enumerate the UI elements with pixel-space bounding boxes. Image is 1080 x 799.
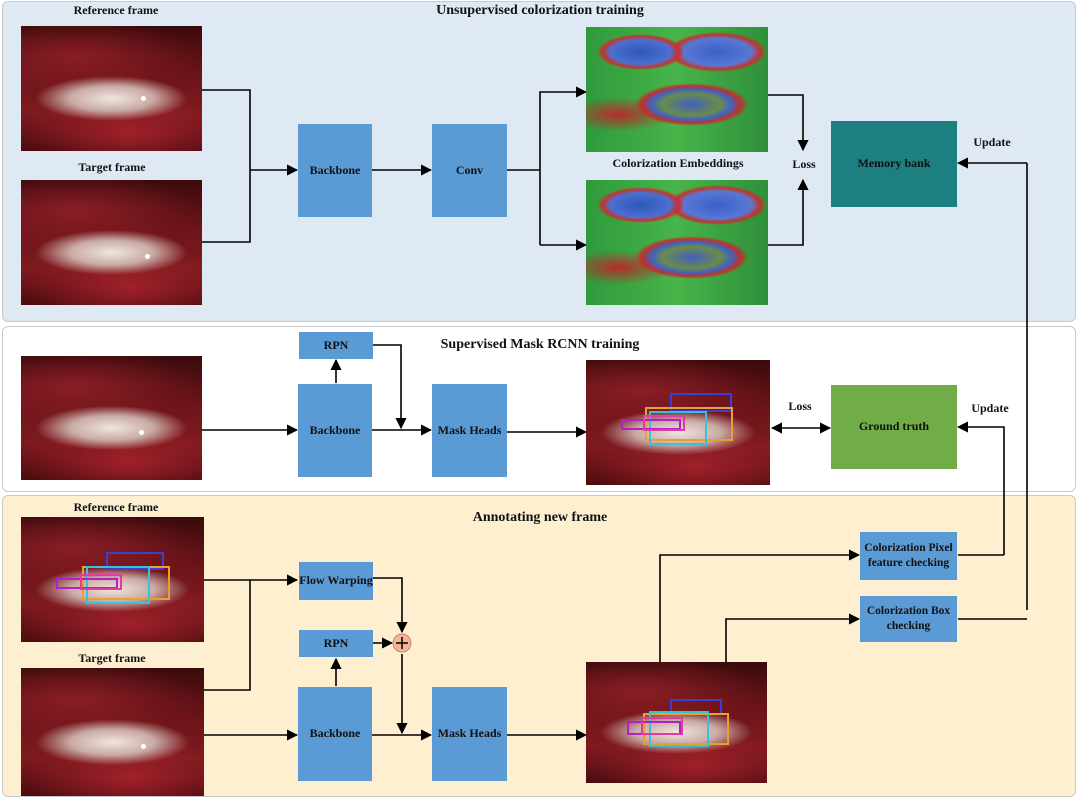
backbone-box: Backbone xyxy=(298,124,372,217)
backbone-box: Backbone xyxy=(298,687,372,781)
label-reference-frame: Reference frame xyxy=(73,3,159,17)
colorization-embedding-reference xyxy=(586,27,768,152)
target-frame-image xyxy=(21,180,202,305)
annotated-frame-image xyxy=(586,360,770,485)
mask-heads-box: Mask Heads xyxy=(432,384,507,477)
label-reference-frame: Reference frame xyxy=(73,500,159,514)
title-annotating: Annotating new frame xyxy=(472,510,608,525)
flow-warping-box: Flow Warping xyxy=(299,562,373,600)
memory-bank-box: Memory bank xyxy=(831,121,957,207)
colorization-embedding-target xyxy=(586,180,768,305)
annotated-new-frame-image xyxy=(586,662,767,783)
mask-heads-box: Mask Heads xyxy=(432,687,507,781)
conv-box: Conv xyxy=(432,124,507,217)
label-loss-middle: Loss xyxy=(788,399,812,413)
reference-frame-image xyxy=(21,26,202,151)
backbone-box: Backbone xyxy=(298,384,372,477)
title-supervised: Supervised Mask RCNN training xyxy=(440,337,640,352)
label-target-frame: Target frame xyxy=(78,651,146,665)
label-update-top: Update xyxy=(973,135,1011,149)
colorization-pixel-check-box: Colorization Pixel feature checking xyxy=(860,532,957,580)
rpn-box: RPN xyxy=(299,332,373,359)
title-unsupervised: Unsupervised colorization training xyxy=(436,3,644,18)
ground-truth-box: Ground truth xyxy=(831,385,957,469)
reference-frame-annotated-image xyxy=(21,517,204,642)
label-target-frame: Target frame xyxy=(78,160,146,174)
rpn-box: RPN xyxy=(299,630,373,657)
target-frame-image xyxy=(21,668,204,796)
input-frame-image xyxy=(21,356,202,480)
label-colorization-embeddings: Colorization Embeddings xyxy=(612,156,744,170)
sum-node-icon xyxy=(392,633,412,653)
label-loss-top: Loss xyxy=(792,157,816,171)
colorization-box-check-box: Colorization Box checking xyxy=(860,596,957,642)
label-update-middle: Update xyxy=(971,401,1009,415)
